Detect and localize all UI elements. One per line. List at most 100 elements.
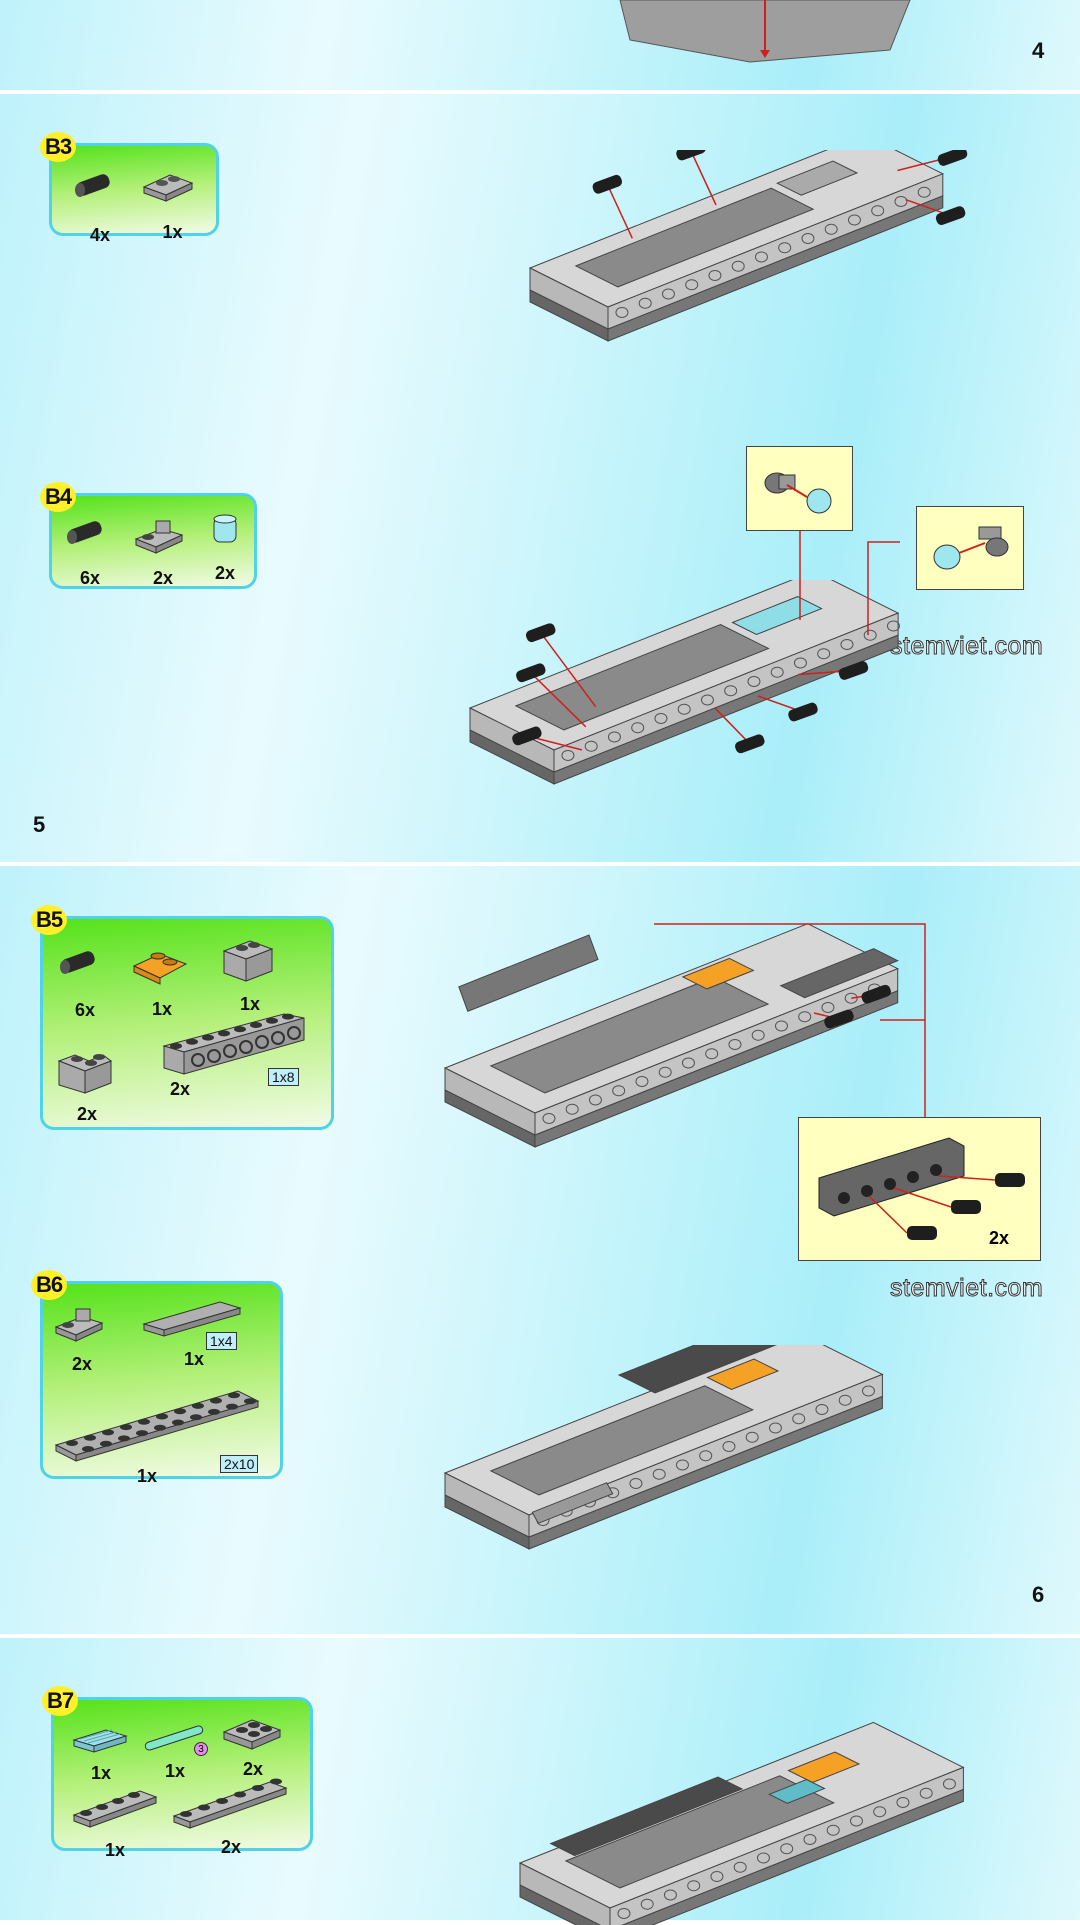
technic-hole xyxy=(751,1029,765,1041)
technic-hole xyxy=(756,1852,770,1864)
part-count: 2x xyxy=(71,1354,93,1374)
part-item: 2x 1x8 xyxy=(160,1010,310,1100)
technic-hole xyxy=(801,232,815,244)
model-inner-floor xyxy=(564,1775,836,1889)
technic-hole xyxy=(631,722,645,734)
technic-hole xyxy=(774,1020,788,1032)
assembly-arrow xyxy=(690,150,717,206)
orange-slope-icon xyxy=(132,952,188,985)
pin xyxy=(516,663,546,683)
pin xyxy=(676,150,706,161)
technic-hole xyxy=(661,288,675,300)
technic-hole xyxy=(640,1898,654,1910)
clip-plate-icon xyxy=(54,1308,104,1342)
technic-hole xyxy=(710,1870,724,1882)
part-item: 2x xyxy=(55,1045,119,1125)
technic-beam-icon xyxy=(162,1013,305,1075)
part-item: 1x xyxy=(130,940,194,1020)
grille-tile-icon xyxy=(72,1729,128,1753)
pin xyxy=(838,661,869,680)
technic-hole xyxy=(658,1066,672,1078)
technic-hole xyxy=(821,1001,835,1013)
pin xyxy=(824,1009,854,1029)
technic-hole xyxy=(745,1431,759,1443)
assembly-arrow xyxy=(606,183,633,239)
technic-hole xyxy=(838,1394,852,1406)
detail-inset: 2x xyxy=(798,1117,1041,1261)
pin-icon xyxy=(75,174,110,197)
tile-icon xyxy=(142,1301,242,1337)
part-item: 1x 3 xyxy=(140,1720,210,1782)
part-count: 2x xyxy=(214,563,236,583)
part-item: 2x xyxy=(132,515,194,589)
technic-hole xyxy=(724,685,738,697)
technic-hole xyxy=(699,1450,713,1462)
watermark: stemviet.com xyxy=(889,632,1044,661)
step-6-model xyxy=(443,923,899,1148)
part-count: 6x xyxy=(79,568,101,588)
part-count: 1x xyxy=(90,1763,112,1783)
technic-hole xyxy=(780,1843,794,1855)
orange-slope xyxy=(706,1358,780,1391)
part-count: 2x xyxy=(170,1079,191,1099)
grille-tile xyxy=(768,1778,826,1804)
technic-hole xyxy=(615,306,629,318)
technic-hole xyxy=(847,214,861,226)
model-inner-floor xyxy=(574,187,815,288)
plate-1x6 xyxy=(549,1776,744,1857)
part-item: 6x xyxy=(55,945,115,1021)
pin xyxy=(512,726,542,746)
pin xyxy=(788,702,818,722)
technic-hole xyxy=(654,712,668,724)
clip-and-round-brick-icon xyxy=(764,472,832,514)
part-count: 1x xyxy=(162,222,183,242)
model-end-wall xyxy=(444,1067,536,1136)
model-end-wall xyxy=(444,1472,530,1538)
technic-hole xyxy=(863,629,877,641)
model-end-wall xyxy=(529,267,609,330)
part-item: 1x xyxy=(70,1722,132,1784)
technic-hole xyxy=(815,1403,829,1415)
pin-icon xyxy=(67,521,102,544)
parts-list-id: B7 xyxy=(42,1686,78,1716)
technic-hole xyxy=(894,195,908,207)
technic-hole xyxy=(798,1011,812,1023)
technic-hole xyxy=(792,1413,806,1425)
part-item: 4x xyxy=(70,168,130,246)
plate-2x2-icon xyxy=(222,1719,282,1750)
technic-hole xyxy=(840,638,854,650)
part-size-tag: 1x8 xyxy=(268,1068,299,1086)
inset-connector-lines xyxy=(799,530,900,635)
technic-hole xyxy=(873,1806,887,1818)
technic-hole xyxy=(617,1907,631,1919)
brick-1x2-icon xyxy=(222,940,274,982)
technic-hole xyxy=(565,1103,579,1115)
technic-hole xyxy=(817,648,831,660)
step-4-model xyxy=(528,150,968,342)
part-size-tag: 1x4 xyxy=(206,1332,237,1350)
technic-beam-1x8 xyxy=(458,934,599,1012)
plate-2x10 xyxy=(617,1345,778,1394)
model-end-wall xyxy=(519,1862,611,1925)
technic-hole xyxy=(824,223,838,235)
technic-hole xyxy=(754,251,768,263)
part-count: 2x xyxy=(76,1104,98,1124)
part-item: 1x xyxy=(140,165,205,243)
round-brick-transparent-icon xyxy=(213,514,237,543)
part-item: 2x xyxy=(52,1303,112,1375)
technic-hole xyxy=(700,694,714,706)
pin xyxy=(525,623,556,643)
part-count: 1x xyxy=(164,1761,186,1781)
parts-list-id: B5 xyxy=(31,905,67,935)
technic-hole xyxy=(638,297,652,309)
technic-hole xyxy=(871,205,885,217)
part-item: 2x xyxy=(200,510,250,584)
technic-hole xyxy=(747,675,761,687)
technic-hole xyxy=(770,666,784,678)
pin-icon xyxy=(60,951,95,974)
rod-length-badge: 3 xyxy=(194,1742,208,1756)
technic-hole xyxy=(919,1787,933,1799)
inset-count: 2x xyxy=(989,1228,1010,1248)
technic-hole xyxy=(588,1094,602,1106)
